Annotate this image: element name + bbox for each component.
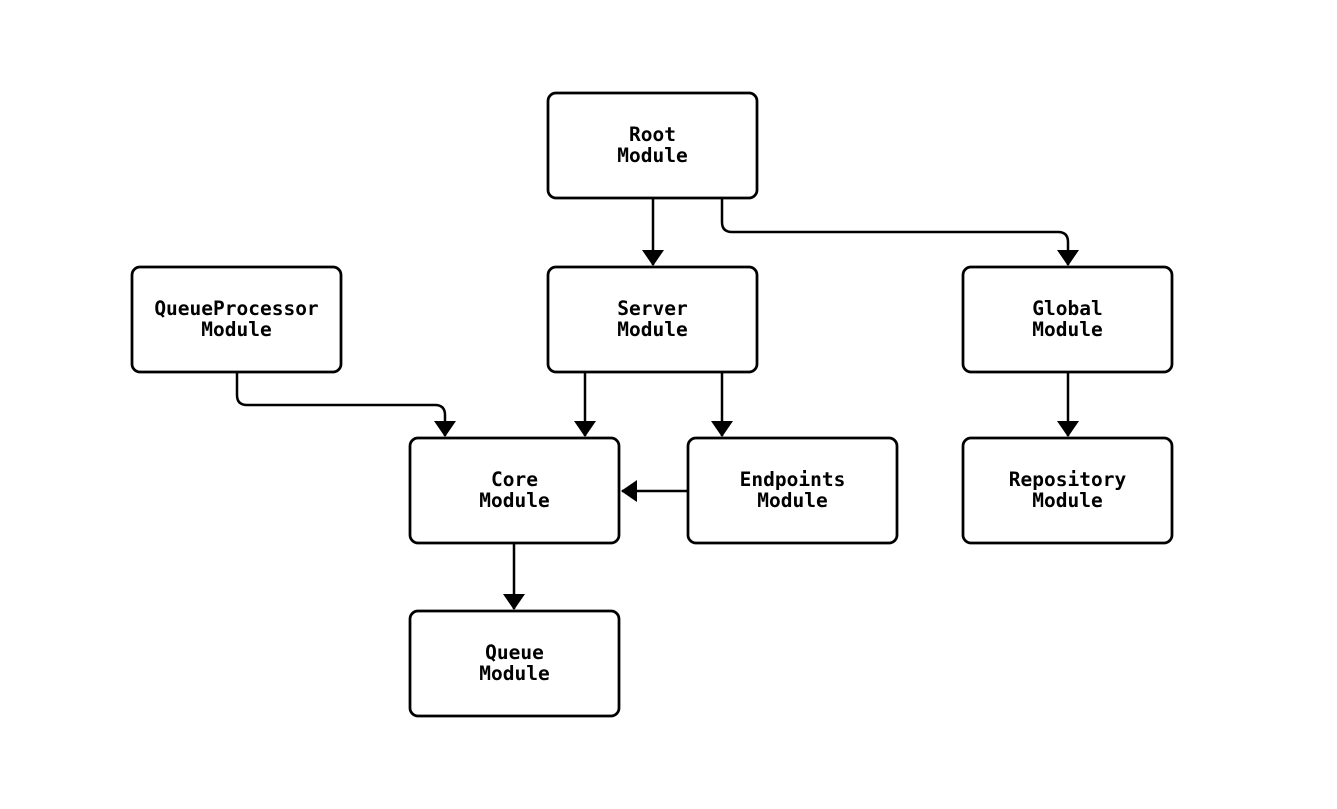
edge-root-module-to-global-module: [720, 198, 1079, 266]
node-label-line: Module: [757, 489, 827, 512]
node-label-line: Queue: [485, 641, 544, 664]
edge-queueprocessor-module-to-core-module: [235, 372, 456, 437]
node-label-line: Module: [201, 318, 271, 341]
node-label-line: Module: [479, 662, 549, 685]
node-label-line: QueueProcessor: [154, 297, 318, 320]
node-core-module-box: [408, 436, 621, 545]
node-label-line: Global: [1032, 297, 1102, 320]
node-label-line: Endpoints: [740, 468, 846, 491]
node-root-module-box: [546, 91, 759, 200]
node-label-line: Module: [617, 144, 687, 167]
node-queueprocessor-module-box: [130, 265, 343, 374]
node-server-module-box: [546, 265, 759, 374]
node-label-line: Core: [491, 468, 538, 491]
node-label-line: Module: [479, 489, 549, 512]
node-label-line: Module: [1032, 318, 1102, 341]
node-label-line: Module: [617, 318, 687, 341]
node-endpoints-module-box: [686, 436, 899, 545]
node-label-line: Server: [617, 297, 687, 320]
node-label-line: Root: [629, 123, 676, 146]
node-label-line: Module: [1032, 489, 1102, 512]
node-label-line: Repository: [1009, 468, 1127, 491]
node-global-module-box: [961, 265, 1174, 374]
edges-layer: [235, 198, 1079, 610]
node-repository-module-box: [961, 436, 1174, 545]
node-queue-module-box: [408, 609, 621, 718]
